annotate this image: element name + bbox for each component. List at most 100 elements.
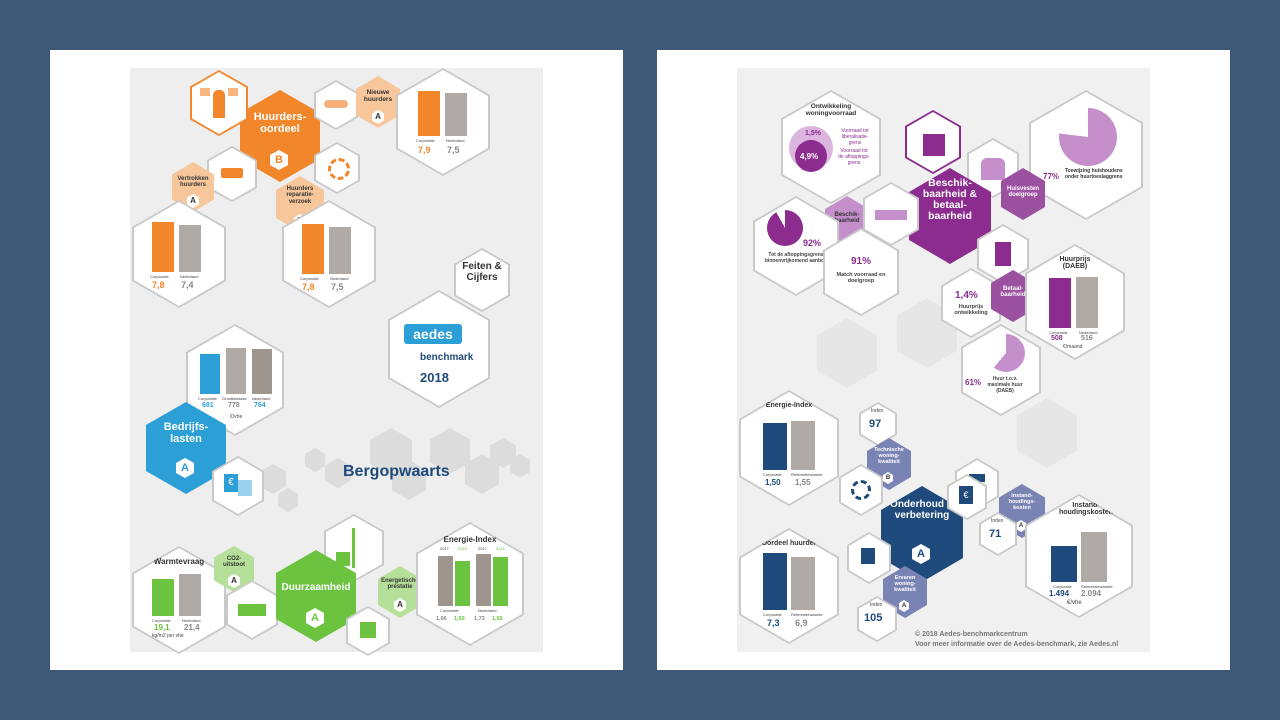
toewijzing-pct: 77% <box>1043 172 1060 181</box>
grootteklasse-value: 778 <box>228 402 240 409</box>
corporatie-label: Corporatie <box>152 618 171 623</box>
year-2017-a: 2017 <box>440 546 449 551</box>
huurprijs-chart <box>1049 276 1101 328</box>
warmtevraag-hex: Warmtevraag Corporatie Nederland 19,1 21… <box>132 546 226 654</box>
corporatie-label: Corporatie <box>763 612 782 617</box>
referentiewaarde-bar <box>791 421 815 470</box>
index-71-label: Index <box>991 518 1004 524</box>
corporatie-bar <box>1049 278 1071 328</box>
onderhoud-score: A <box>912 544 930 564</box>
moving-truck-icon <box>221 168 243 178</box>
corporatie-label: Corporatie <box>198 396 217 401</box>
tenant-person-icon <box>213 90 225 118</box>
instand-small-score: A <box>1016 520 1026 532</box>
nederland-label: Nederland <box>446 138 465 143</box>
nederland-2017-bar <box>476 554 491 606</box>
vertrokken-huurders-label: Vertrokken huurders <box>177 176 209 189</box>
left-infographic-slide: Huurders-oordeel B Nieuwe huurders A Cor… <box>50 50 623 670</box>
keys-icon-hex <box>314 80 358 130</box>
corporatie-value: 7,3 <box>767 618 780 628</box>
corporatie-value: 7,9 <box>418 145 431 155</box>
nederland-label: Nederland <box>1079 330 1098 335</box>
nederland-bar <box>179 574 201 616</box>
voorraad-inner-circle <box>795 140 827 172</box>
year-2017-b: 2017 <box>478 546 487 551</box>
vertrokken-chart-hex: Corporatie Nederland 7,8 7,4 <box>132 200 226 308</box>
beschikbaarheid-title: Beschik-baarheid & betaal-baarheid <box>922 177 978 223</box>
family-icon <box>981 158 1005 180</box>
corporatie-label: Corporatie <box>1049 330 1068 335</box>
corporatie-2016-bar <box>455 561 470 606</box>
feiten-cijfers-text: Feiten & Cijfers <box>462 261 502 283</box>
instandhoudingskosten-chart <box>1051 530 1107 582</box>
nederland-value: 21,4 <box>184 623 200 632</box>
match-label: Match voorraad en doelgroep <box>836 272 886 284</box>
corporatie-value: 1,50 <box>765 478 781 487</box>
corporation-name: Bergopwaarts <box>343 463 450 480</box>
vertrokken-huurders-score: A <box>187 194 199 208</box>
energetische-prestatie-hex: Energetische prestatie A <box>378 566 422 618</box>
nederland-label: Nederland <box>180 274 199 279</box>
nederland-label: Nederland <box>182 618 201 623</box>
huurprijs-unit: €/maand <box>1063 344 1083 350</box>
nederland-bar <box>329 227 351 274</box>
nieuwe-huurders-score: A <box>372 110 384 124</box>
corporatie-value: 681 <box>202 402 214 409</box>
corporatie-bar <box>418 91 440 136</box>
reparatie-chart <box>302 222 354 274</box>
referentiewaarde-value: 1,55 <box>795 478 811 487</box>
aftopping-pct: 4,9% <box>800 152 819 161</box>
nederland-label: Nederland <box>252 396 271 401</box>
corporatie-label: Corporatie <box>763 472 782 477</box>
reparatieverzoek-label: Huurders reparatie-verzoek <box>286 186 314 205</box>
corporatie-label: Corporatie <box>416 138 435 143</box>
corporatie-label: Corporatie <box>1053 584 1072 589</box>
tenant-icon-hex <box>190 70 248 136</box>
nederland-value: 764 <box>254 402 266 409</box>
huurprijs-ontwikkeling-label: Huurprijs ontwikkeling <box>954 304 988 316</box>
corporatie-2017-bar <box>438 556 453 606</box>
instand-small-label: Instand-houdings-kosten <box>1008 493 1036 511</box>
corporatie-value: 1.494 <box>1049 589 1070 598</box>
co2-uitstoot-label: CO2-uitstoot <box>223 556 245 569</box>
huurders-top-chart <box>418 88 470 136</box>
corporatie-bar <box>200 354 220 394</box>
corporatie-bar <box>763 553 787 610</box>
corporatie-value: 7,8 <box>302 282 315 292</box>
keys-icon <box>324 100 348 108</box>
euro-tag-icon: € <box>959 486 973 504</box>
corporatie-value: 19,1 <box>154 623 170 632</box>
year-2016-a: 2016 <box>458 546 467 551</box>
energie-index-chart <box>438 554 510 606</box>
huurdersoordeel-score: B <box>270 150 288 170</box>
nieuwe-huurders-hex: Nieuwe huurders A <box>356 76 400 128</box>
footer-info: Voor meer informatie over de Aedes-bench… <box>915 641 1119 648</box>
door-icon-hex <box>977 224 1029 284</box>
instand-unit: €/vhe <box>1067 600 1082 606</box>
aftoppingsgrens-label: Voorraad tot de aftoppings-grens <box>838 148 870 166</box>
corporatie-bar <box>1051 546 1077 582</box>
betaalbaarheid-label: Betaal-baarheid <box>1000 286 1026 299</box>
solar-house-icon <box>360 622 376 638</box>
nederland-value: 7,5 <box>447 145 460 155</box>
index-105-hex: Index 105 <box>857 596 897 642</box>
referentiewaarde-value: 6,9 <box>795 618 808 628</box>
match-hex: 91% Match voorraad en doelgroep <box>823 228 899 316</box>
corporatie-bar <box>302 224 324 274</box>
nederland-2016-bar <box>493 557 508 606</box>
huur-maximale-pie <box>987 334 1025 372</box>
index-105-value: 105 <box>864 612 883 624</box>
nederland-value: 7,5 <box>331 282 344 292</box>
energie-index-label: Energie-Index <box>443 535 497 544</box>
instandhoudingskosten-chart-hex: Instand-houdingskosten Corporatie Refere… <box>1025 494 1133 618</box>
huurdersoordeel-hex: Huurders-oordeel B <box>240 90 320 182</box>
bedrijfslasten-unit: €/vhe <box>230 414 243 420</box>
energie-value-3: 1,73 <box>474 616 485 622</box>
energie-index-label: Energie-Index <box>765 402 813 409</box>
index-97-label: Index <box>871 408 884 414</box>
onderhoud-title: Onderhoud & verbetering <box>890 499 954 521</box>
grootteklasse-bar <box>226 348 246 394</box>
oordeel-huurder-chart <box>763 552 815 610</box>
co2-uitstoot-score: A <box>228 574 240 588</box>
gear-icon <box>851 480 871 500</box>
